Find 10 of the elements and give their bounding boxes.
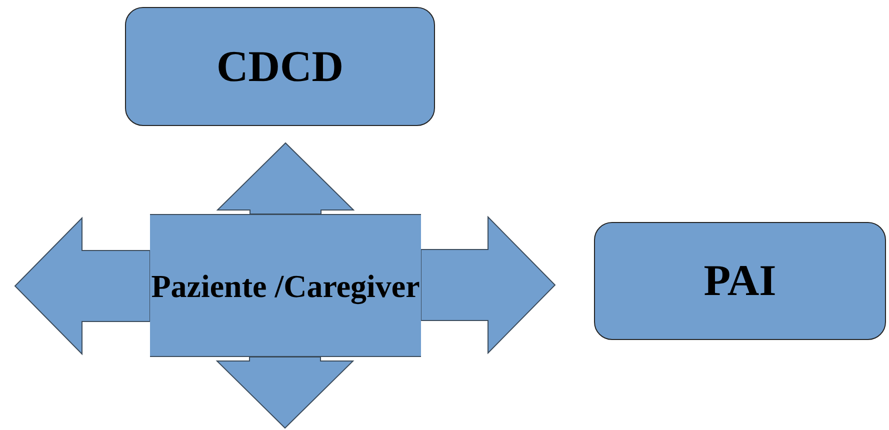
- rounded-box: [594, 222, 886, 340]
- rounded-box: [125, 7, 435, 126]
- node-label: CDCD: [216, 40, 344, 92]
- block-arrow: [420, 216, 556, 354]
- block-arrow: [216, 142, 355, 214]
- block-arrow: [14, 216, 150, 356]
- node-label: PAI: [704, 255, 776, 307]
- block-arrow: [216, 356, 354, 429]
- cross-arrow-center: [150, 214, 421, 357]
- node-label: Paziente /Caregiver: [151, 266, 420, 306]
